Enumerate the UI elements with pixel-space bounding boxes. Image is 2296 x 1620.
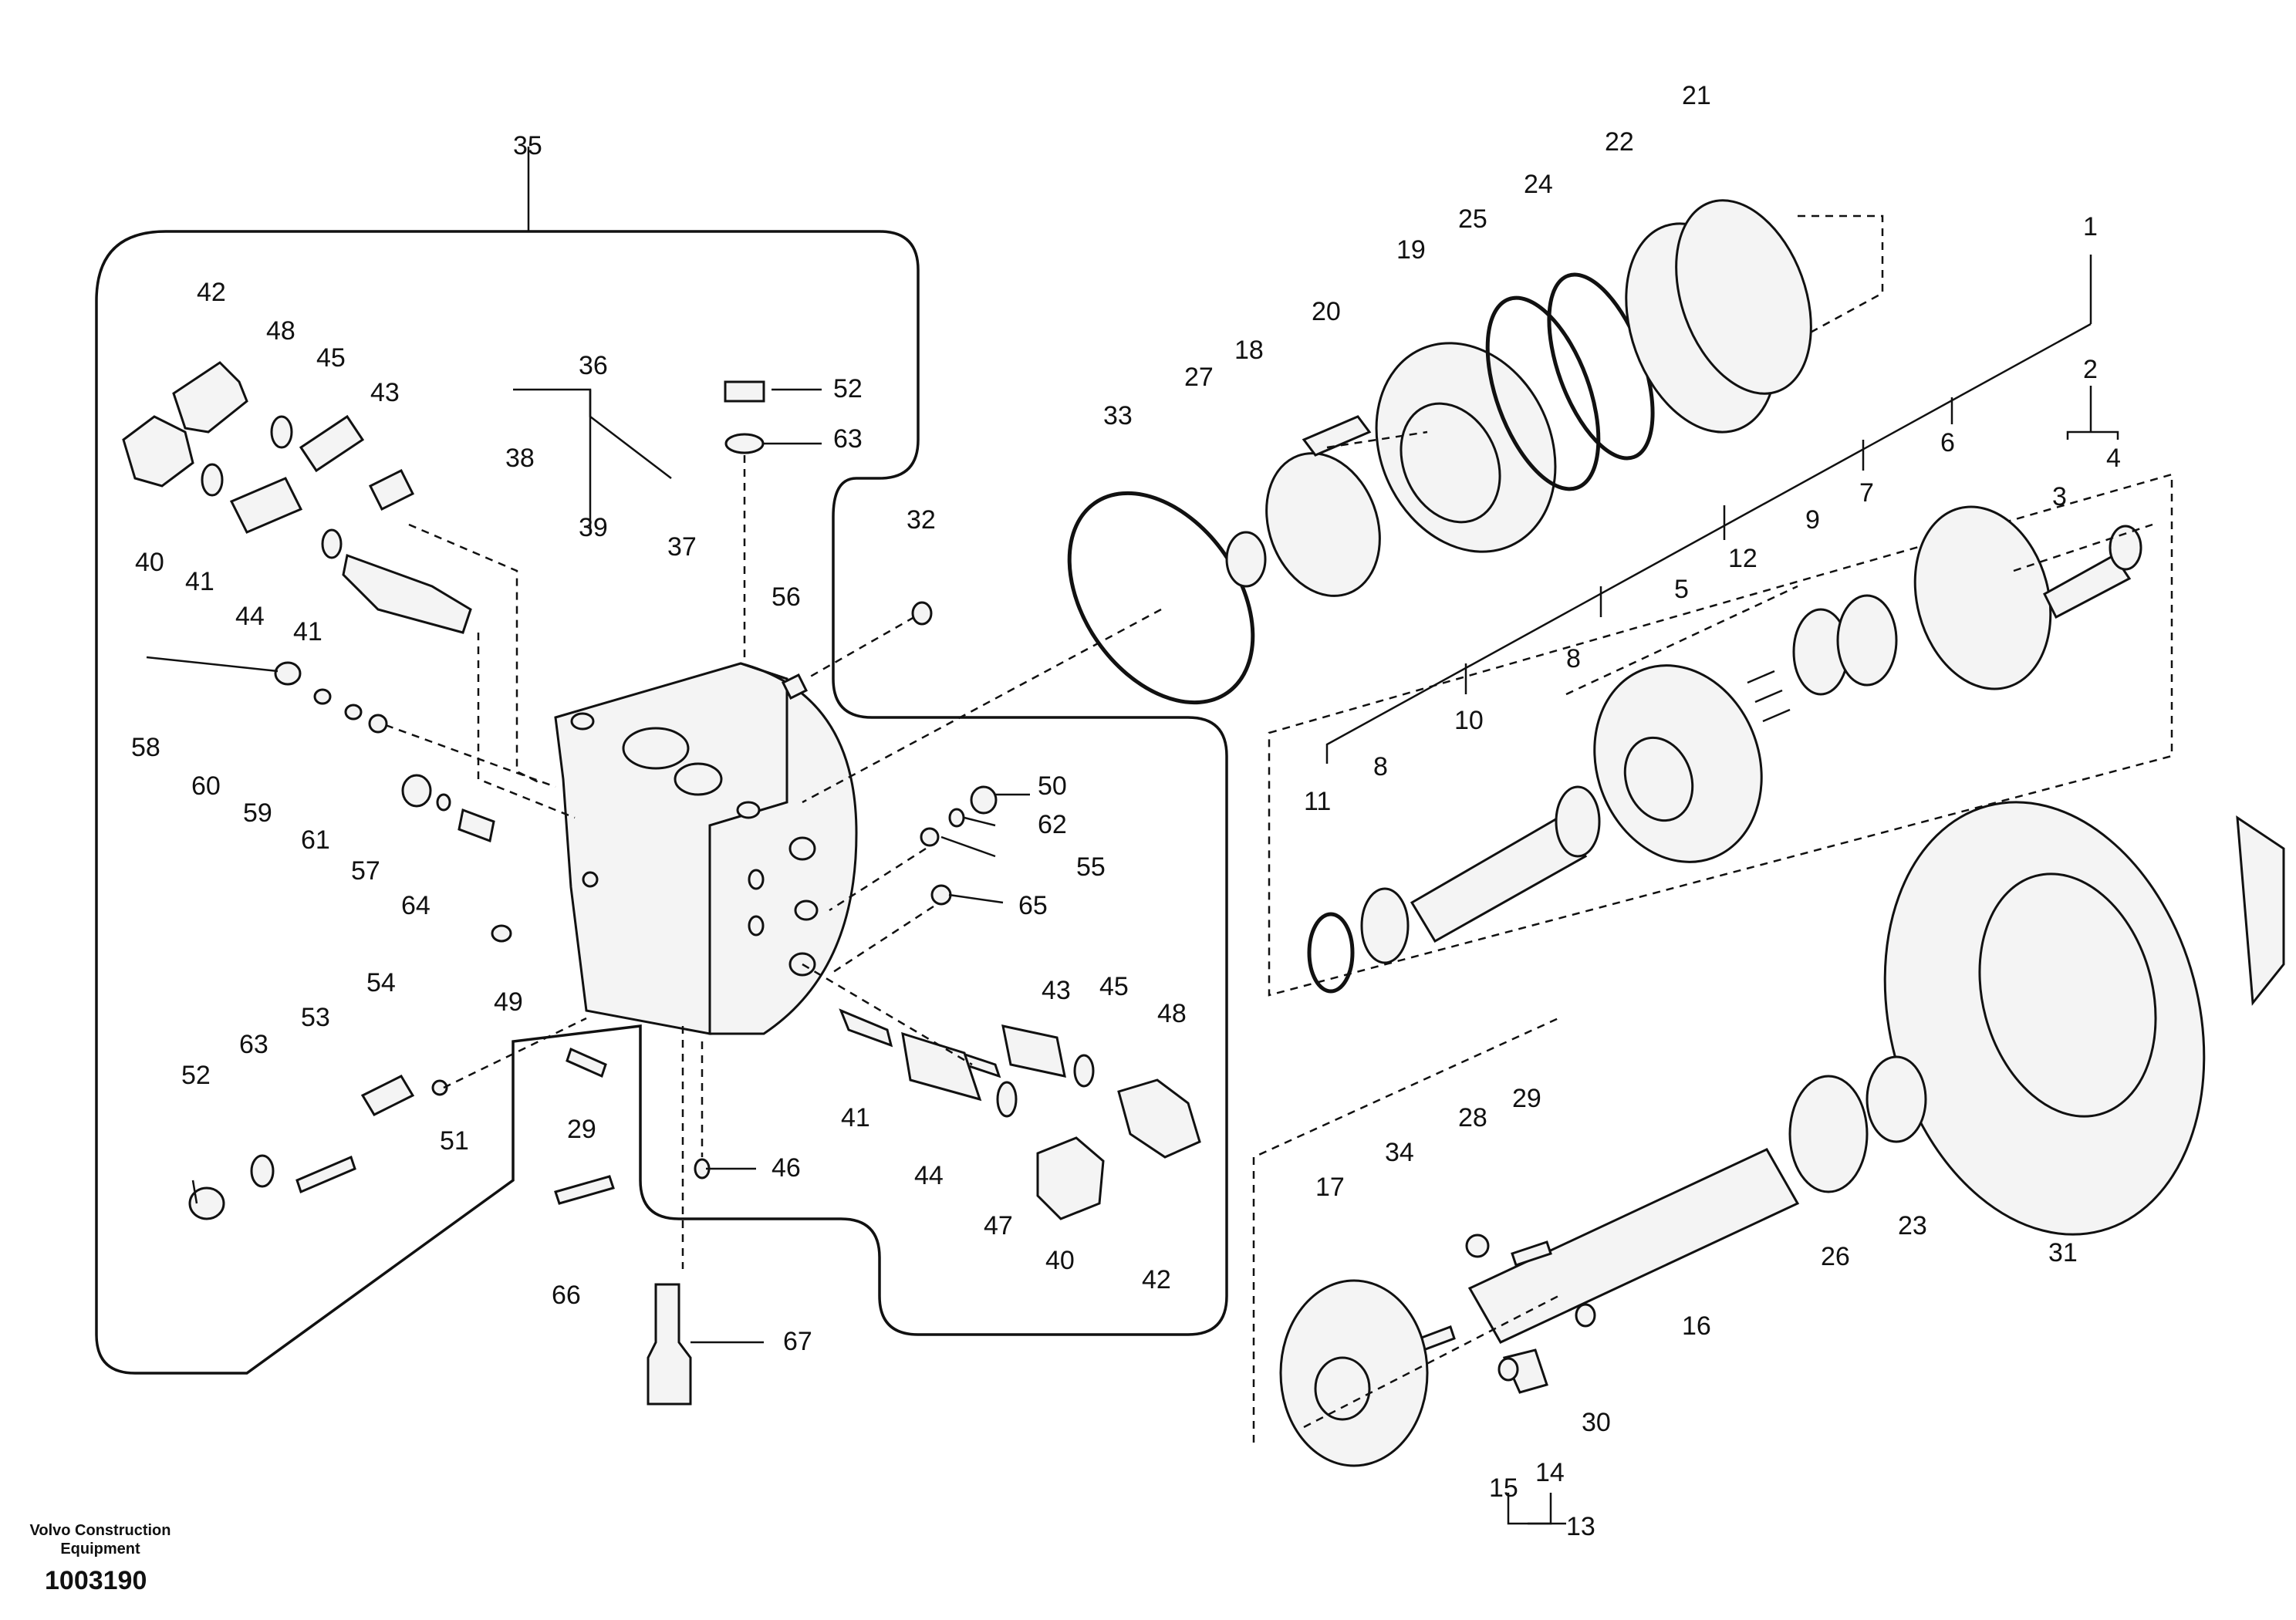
callout-6: 6 [1940, 428, 1955, 457]
callout-27: 27 [1184, 363, 1214, 392]
callout-8-right: 8 [1566, 644, 1581, 673]
callout-42-left: 42 [197, 278, 226, 307]
callout-42-right: 42 [1142, 1265, 1171, 1294]
callout-37: 37 [667, 532, 697, 562]
callout-49: 49 [494, 987, 523, 1017]
callout-61: 61 [301, 825, 330, 855]
callout-46: 46 [772, 1153, 801, 1183]
callout-11: 11 [1304, 787, 1331, 816]
callout-48-right: 48 [1157, 999, 1187, 1028]
callout-labels: 1 2 3 4 5 6 7 8 8 9 10 11 12 13 14 15 16… [131, 81, 2121, 1541]
callout-45-right: 45 [1099, 972, 1129, 1001]
callout-43-left: 43 [370, 378, 400, 407]
callout-62: 62 [1038, 810, 1067, 839]
callout-34: 34 [1385, 1138, 1414, 1167]
company-name: Volvo Construction Equipment [29, 1522, 171, 1558]
callout-25: 25 [1458, 204, 1487, 234]
callout-52-left: 52 [181, 1061, 211, 1090]
callout-55: 55 [1076, 852, 1106, 882]
drawing-number: 1003190 [45, 1566, 147, 1595]
callout-58: 58 [131, 733, 160, 762]
callout-41-b: 41 [293, 617, 322, 646]
callout-19: 19 [1396, 235, 1426, 265]
callout-59: 59 [243, 798, 272, 828]
callout-32: 32 [907, 505, 936, 535]
callout-60: 60 [191, 771, 221, 801]
callout-2: 2 [2083, 355, 2098, 384]
callout-22: 22 [1605, 127, 1634, 157]
callout-54: 54 [366, 968, 396, 997]
callout-10: 10 [1454, 706, 1484, 735]
callout-26: 26 [1821, 1242, 1850, 1271]
motor-parts [1067, 199, 2285, 1467]
callout-15: 15 [1489, 1473, 1518, 1503]
callout-21: 21 [1682, 81, 1711, 110]
callout-30: 30 [1582, 1408, 1611, 1437]
shaft-dashed-outline [1252, 1017, 1559, 1443]
left-valve-parts [122, 361, 1201, 1406]
callout-29-left: 29 [567, 1115, 596, 1144]
callout-33: 33 [1103, 401, 1133, 430]
callout-64: 64 [401, 891, 430, 920]
callout-1: 1 [2083, 212, 2098, 241]
callout-20: 20 [1312, 297, 1341, 326]
callout-31: 31 [2048, 1238, 2078, 1267]
callout-41-a: 41 [185, 567, 214, 596]
callout-35: 35 [513, 131, 542, 160]
callout-53: 53 [301, 1003, 330, 1032]
callout-16: 16 [1682, 1311, 1711, 1341]
group-outline-35 [95, 230, 1228, 1375]
callout-57: 57 [351, 856, 380, 886]
callout-17: 17 [1315, 1173, 1345, 1202]
callout-43-right: 43 [1042, 976, 1071, 1005]
callout-40-right: 40 [1045, 1246, 1075, 1275]
callout-67: 67 [783, 1327, 812, 1356]
group-outline-1 [1268, 473, 2173, 997]
callout-50: 50 [1038, 771, 1067, 801]
callout-9: 9 [1805, 505, 1820, 535]
callout-51: 51 [440, 1126, 469, 1156]
callout-24: 24 [1524, 170, 1553, 199]
callout-36: 36 [579, 351, 608, 380]
callout-40-left: 40 [135, 548, 164, 577]
callout-3: 3 [2052, 482, 2067, 511]
callout-29-right: 29 [1512, 1084, 1541, 1113]
callout-65: 65 [1018, 891, 1048, 920]
callout-28: 28 [1458, 1103, 1487, 1132]
callout-4: 4 [2106, 444, 2121, 473]
valve-cover-block [554, 662, 858, 1035]
callout-63-top: 63 [833, 424, 863, 454]
callout-12: 12 [1728, 544, 1757, 573]
callout-44-right: 44 [914, 1161, 944, 1190]
callout-52-top: 52 [833, 374, 863, 403]
callout-8-left: 8 [1373, 752, 1388, 781]
callout-48-left: 48 [266, 316, 295, 346]
brake-dashed-outline [1797, 214, 1884, 341]
callout-56: 56 [772, 582, 801, 612]
callout-47: 47 [984, 1211, 1013, 1240]
callout-5: 5 [1674, 575, 1689, 604]
callout-13: 13 [1566, 1512, 1595, 1541]
callout-39: 39 [579, 513, 608, 542]
callout-14: 14 [1535, 1458, 1565, 1487]
leader-lines [146, 255, 2153, 1525]
callout-45-left: 45 [316, 343, 346, 373]
callout-41-c: 41 [841, 1103, 870, 1132]
callout-66: 66 [552, 1281, 581, 1310]
callout-63-left: 63 [239, 1030, 268, 1059]
callout-23: 23 [1898, 1211, 1927, 1240]
callout-38: 38 [505, 444, 535, 473]
callout-44-left: 44 [235, 602, 265, 631]
callout-7: 7 [1859, 478, 1874, 508]
callout-18: 18 [1234, 336, 1264, 365]
